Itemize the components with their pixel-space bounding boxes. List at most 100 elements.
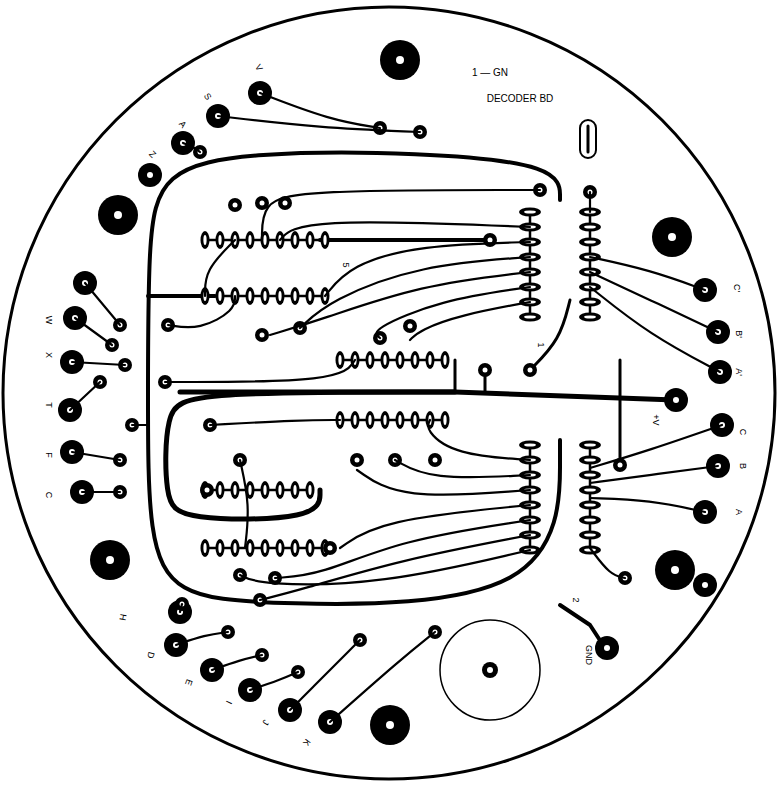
pcb-label: DECODER BD bbox=[486, 93, 555, 104]
drill-hole bbox=[671, 566, 679, 574]
ic-pad bbox=[291, 287, 300, 305]
drill-hole bbox=[283, 201, 288, 206]
ic-pad-hole bbox=[584, 458, 596, 461]
copper-trace bbox=[330, 632, 435, 722]
copper-trace bbox=[395, 460, 530, 477]
drill-hole bbox=[668, 233, 676, 241]
ic-pad-hole bbox=[293, 235, 296, 245]
ic-pad-hole bbox=[278, 291, 281, 301]
copper-trace bbox=[590, 257, 705, 290]
solder-pad bbox=[403, 319, 417, 333]
copper-trace bbox=[262, 190, 540, 240]
ic-pad-hole bbox=[584, 300, 596, 303]
solder-pad bbox=[228, 198, 242, 212]
ic-pad-hole bbox=[278, 543, 281, 553]
copper-trace bbox=[590, 425, 722, 468]
ic-pad bbox=[381, 411, 390, 429]
ic-pad-hole bbox=[203, 235, 206, 245]
ic-pad-hole bbox=[368, 355, 371, 365]
pcb-label: 2 bbox=[570, 596, 580, 603]
copper-trace bbox=[183, 143, 200, 152]
ic-pad-hole bbox=[218, 485, 221, 495]
ic-pad-hole bbox=[233, 485, 236, 495]
ic-pad bbox=[216, 287, 225, 305]
ic-pad-hole bbox=[263, 291, 266, 301]
drill-hole bbox=[205, 488, 210, 493]
copper-trace bbox=[590, 498, 705, 512]
drill-hole bbox=[386, 721, 394, 729]
drill-hole bbox=[260, 201, 265, 206]
copper-trace bbox=[72, 452, 120, 460]
drill-hole bbox=[618, 463, 623, 468]
ic-pad bbox=[426, 351, 435, 369]
ic-pad bbox=[366, 351, 375, 369]
drill-hole bbox=[702, 582, 708, 588]
ic-pad-hole bbox=[308, 235, 311, 245]
copper-trace bbox=[218, 116, 420, 132]
pcb-label: T bbox=[43, 401, 53, 409]
copper-trace bbox=[165, 360, 355, 382]
copper-trace bbox=[587, 126, 590, 152]
copper-trace bbox=[260, 535, 530, 600]
copper-trace bbox=[240, 550, 530, 584]
solder-pad bbox=[200, 483, 214, 497]
ic-pad-hole bbox=[248, 485, 251, 495]
ic-pad bbox=[306, 539, 315, 557]
copper-trace bbox=[148, 153, 560, 604]
ic-pad-hole bbox=[383, 415, 386, 425]
solder-pad bbox=[138, 163, 162, 187]
component-outline bbox=[440, 620, 540, 720]
ic-pad bbox=[231, 539, 240, 557]
ic-pad-hole bbox=[383, 355, 386, 365]
solder-pad bbox=[595, 636, 619, 660]
ic-pad-hole bbox=[293, 291, 296, 301]
solder-pad bbox=[478, 363, 492, 377]
ic-pad-hole bbox=[308, 485, 311, 495]
pcb-label: S bbox=[201, 91, 214, 103]
copper-trace bbox=[280, 222, 530, 240]
ic-pad-hole bbox=[584, 315, 596, 318]
pcb-label: J bbox=[259, 717, 271, 728]
ic-pad-hole bbox=[413, 355, 416, 365]
copper-trace bbox=[205, 240, 235, 296]
drill-hole bbox=[355, 458, 360, 463]
ic-pad bbox=[579, 313, 601, 322]
pcb-label: X bbox=[43, 351, 53, 359]
ic-pad bbox=[579, 486, 601, 495]
ic-pad bbox=[246, 539, 255, 557]
ic-pad-hole bbox=[584, 443, 596, 446]
ic-pad-hole bbox=[263, 235, 266, 245]
ic-pad-hole bbox=[323, 235, 326, 245]
copper-trace bbox=[168, 296, 235, 327]
drill-hole bbox=[604, 645, 610, 651]
ic-pad-hole bbox=[428, 355, 431, 365]
pcb-label: K bbox=[300, 736, 313, 748]
drill-hole bbox=[408, 324, 413, 329]
copper-trace bbox=[72, 362, 125, 365]
ic-pad bbox=[579, 501, 601, 510]
copper-trace bbox=[290, 640, 360, 710]
drill-hole bbox=[433, 458, 438, 463]
ic-pad-hole bbox=[218, 291, 221, 301]
copper-trace bbox=[250, 672, 298, 690]
copper-trace bbox=[410, 302, 530, 340]
ic-pad-hole bbox=[353, 415, 356, 425]
ic-pad bbox=[291, 231, 300, 249]
ic-pad-hole bbox=[203, 543, 206, 553]
pcb-label: A bbox=[176, 119, 189, 131]
copper-trace bbox=[240, 460, 248, 548]
ic-pad-hole bbox=[368, 415, 371, 425]
ic-pad-hole bbox=[263, 485, 266, 495]
copper-trace bbox=[619, 360, 622, 465]
copper-trace bbox=[176, 632, 228, 645]
ic-pad bbox=[216, 231, 225, 249]
copper-trace bbox=[166, 392, 455, 519]
solder-pad bbox=[482, 662, 498, 678]
ic-pad-hole bbox=[443, 355, 446, 365]
ic-pad bbox=[579, 546, 601, 555]
solder-pad bbox=[483, 233, 497, 247]
ic-pad bbox=[261, 539, 270, 557]
ic-pad bbox=[261, 481, 270, 499]
oval-pad bbox=[580, 120, 596, 158]
